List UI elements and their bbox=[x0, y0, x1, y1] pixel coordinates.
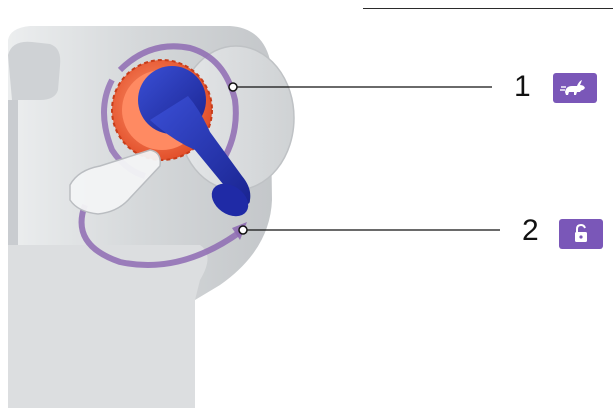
unlock-badge bbox=[559, 219, 603, 249]
speed-rabbit-badge bbox=[553, 73, 597, 103]
top-rule bbox=[363, 8, 613, 9]
housing-lower-flare bbox=[8, 245, 208, 408]
callout-number-2: 2 bbox=[522, 216, 539, 246]
leader-point-2 bbox=[239, 226, 247, 234]
leader-point-1 bbox=[229, 83, 237, 91]
speed-rabbit-icon bbox=[560, 77, 590, 99]
unlock-icon bbox=[571, 223, 591, 245]
callout-number-1: 1 bbox=[514, 72, 531, 102]
housing-top-left-bulge bbox=[8, 42, 60, 100]
